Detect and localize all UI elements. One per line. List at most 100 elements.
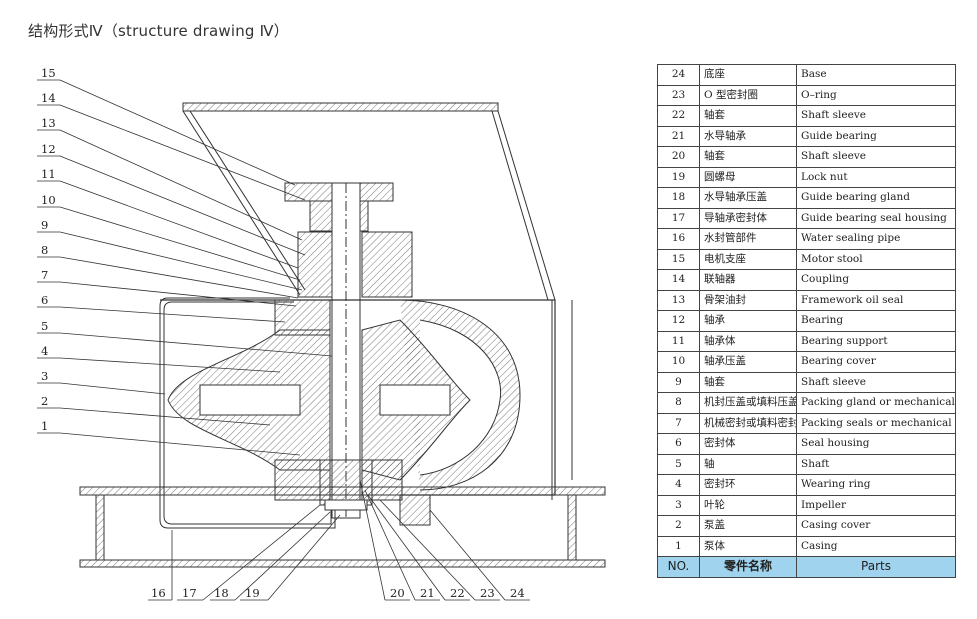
callout-10: 10	[41, 193, 56, 207]
cell-cn: 轴承	[699, 310, 797, 332]
left-callouts	[37, 79, 333, 456]
cell-no: 19	[657, 166, 700, 188]
cell-cn: 轴	[699, 453, 797, 475]
cell-no: 24	[657, 64, 700, 86]
cell-en: Water sealing pipe	[796, 228, 956, 250]
cell-cn: 泵盖	[699, 515, 797, 537]
cell-cn: 骨架油封	[699, 289, 797, 311]
cell-en: Packing gland or mechanical	[796, 392, 956, 414]
callout-23: 23	[480, 586, 495, 600]
cell-cn: 电机支座	[699, 248, 797, 270]
cell-cn: 导轴承密封体	[699, 207, 797, 229]
cell-en: Casing	[796, 535, 956, 557]
callout-7: 7	[41, 268, 48, 282]
callout-13: 13	[41, 116, 56, 130]
cell-cn: 机械密封或填料密封	[699, 412, 797, 434]
cell-cn: 机封压盖或填料压盖	[699, 392, 797, 414]
callout-2: 2	[41, 394, 48, 408]
callout-6: 6	[41, 293, 48, 307]
cell-cn: 泵体	[699, 535, 797, 557]
cell-cn: 联轴器	[699, 269, 797, 291]
cell-no: 17	[657, 207, 700, 229]
cell-no: 15	[657, 248, 700, 270]
callout-24: 24	[510, 586, 525, 600]
callout-17: 17	[182, 586, 197, 600]
cell-en: Motor stool	[796, 248, 956, 270]
pump-section-drawing: 15 14 13 12 11 10 9 8 7 6 5 4 3 2 1 16 1…	[37, 66, 606, 601]
cell-no: 12	[657, 310, 700, 332]
cell-no: 13	[657, 289, 700, 311]
cell-cn: 密封环	[699, 474, 797, 496]
cell-en: Framework oil seal	[796, 289, 956, 311]
cell-cn: 密封体	[699, 433, 797, 455]
cell-no: 22	[657, 105, 700, 127]
cell-no: 16	[657, 228, 700, 250]
cell-en: Base	[796, 64, 956, 86]
cell-en: O–ring	[796, 84, 956, 106]
cell-en: Coupling	[796, 269, 956, 291]
cell-cn: 水导轴承压盖	[699, 187, 797, 209]
callout-1: 1	[41, 419, 48, 433]
callout-9: 9	[41, 218, 48, 232]
cell-en: Shaft	[796, 453, 956, 475]
callout-4: 4	[41, 344, 48, 358]
cell-cn: 叶轮	[699, 494, 797, 516]
cell-no: 6	[657, 433, 700, 455]
cell-no: 4	[657, 474, 700, 496]
callout-12: 12	[41, 142, 56, 156]
header-no: NO.	[657, 556, 700, 578]
cell-en: Guide bearing gland	[796, 187, 956, 209]
callout-22: 22	[450, 586, 465, 600]
cell-en: Wearing ring	[796, 474, 956, 496]
callout-14: 14	[41, 91, 56, 105]
cell-cn: O 型密封圈	[699, 84, 797, 106]
cell-cn: 圆螺母	[699, 166, 797, 188]
cell-cn: 轴承体	[699, 330, 797, 352]
callout-8: 8	[41, 243, 48, 257]
cell-en: Shaft sleeve	[796, 146, 956, 168]
cell-cn: 轴套	[699, 371, 797, 393]
cell-en: Bearing	[796, 310, 956, 332]
bottom-callout-numbers: 16 17 18 19 20 21 22 23 24	[151, 586, 525, 600]
cell-no: 21	[657, 125, 700, 147]
cell-en: Guide bearing seal housing	[796, 207, 956, 229]
cell-cn: 轴套	[699, 105, 797, 127]
callout-20: 20	[390, 586, 405, 600]
callout-18: 18	[214, 586, 229, 600]
table-header-row: NO. 零件名称 Parts	[657, 556, 956, 578]
cell-en: Bearing cover	[796, 351, 956, 373]
cell-no: 1	[657, 535, 700, 557]
left-callout-numbers: 15 14 13 12 11 10 9 8 7 6 5 4 3 2 1	[41, 66, 56, 433]
header-en: Parts	[796, 556, 956, 578]
cell-en: Shaft sleeve	[796, 371, 956, 393]
cell-no: 18	[657, 187, 700, 209]
page-title: 结构形式Ⅳ（structure drawing Ⅳ）	[28, 22, 289, 40]
callout-3: 3	[41, 369, 48, 383]
cell-en: Bearing support	[796, 330, 956, 352]
callout-5: 5	[41, 319, 48, 333]
cell-en: Lock nut	[796, 166, 956, 188]
cell-cn: 底座	[699, 64, 797, 86]
cell-no: 14	[657, 269, 700, 291]
cell-no: 10	[657, 351, 700, 373]
